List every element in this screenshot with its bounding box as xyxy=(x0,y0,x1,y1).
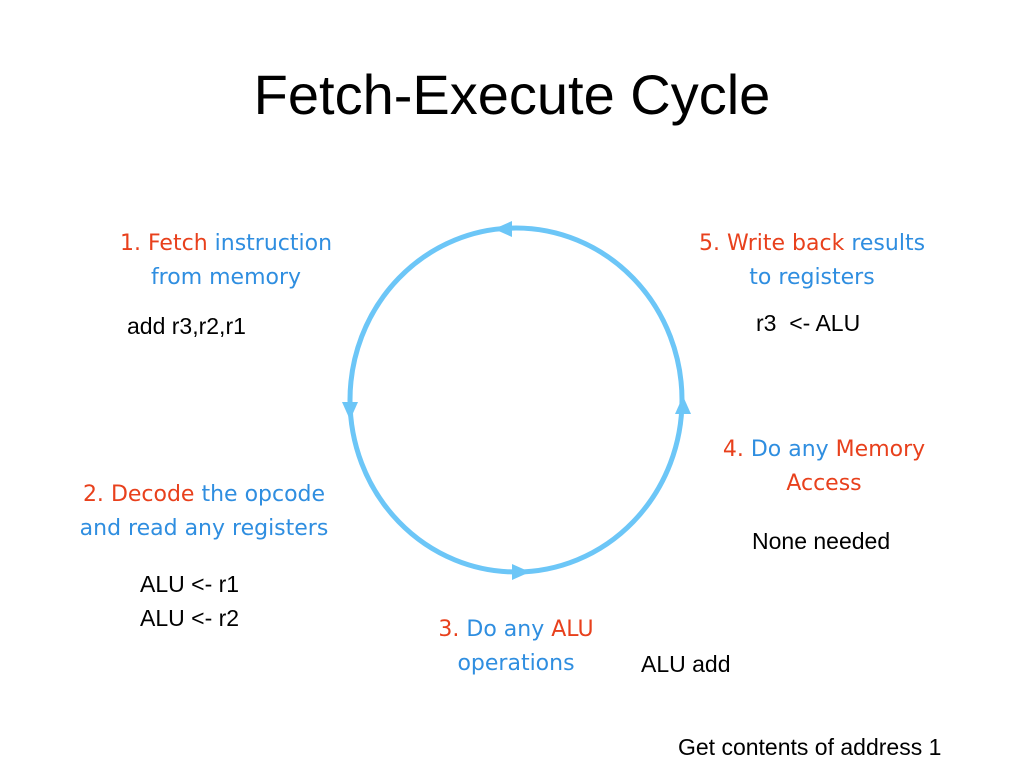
step-4-target: Memory xyxy=(835,437,926,462)
step-3-target: ALU xyxy=(551,617,594,642)
step-5-action: Write back xyxy=(726,231,845,256)
step-2-label: 2. Decode the opcode and read any regist… xyxy=(40,478,368,546)
step-1-detail-line2: from memory xyxy=(150,265,302,290)
step-3-lead: Do any xyxy=(466,617,545,642)
arrow-top-icon xyxy=(494,221,512,237)
step-2-number: 2. xyxy=(82,482,104,507)
arrow-bottom-icon xyxy=(512,564,530,580)
arrow-left-icon xyxy=(342,402,358,420)
step-2-action: Decode xyxy=(110,482,195,507)
step-4-detail-line2: Access xyxy=(786,471,862,496)
step-5-number: 5. xyxy=(698,231,720,256)
step-2-detail: the opcode xyxy=(201,482,326,507)
step-3-number: 3. xyxy=(438,617,460,642)
step-5-detail-line2: to registers xyxy=(749,265,875,290)
step-2-example-line2: ALU <- r2 xyxy=(140,605,240,631)
step-1-label: 1. Fetch instruction from memory xyxy=(80,227,372,295)
footer-note: Get contents of address 1 xyxy=(678,734,942,760)
step-5-label: 5. Write back results to registers xyxy=(652,227,972,295)
step-2-example-line1: ALU <- r1 xyxy=(140,571,240,597)
arrow-right-icon xyxy=(675,396,691,414)
step-3-label: 3. Do any ALU operations xyxy=(400,613,632,681)
step-2-example: ALU <- r1 ALU <- r2 xyxy=(140,567,239,635)
step-3-example: ALU add xyxy=(641,651,731,677)
slide-title: Fetch-Execute Cycle xyxy=(253,63,771,126)
step-3-detail-line2: operations xyxy=(457,651,575,676)
step-4-example: None needed xyxy=(752,528,891,554)
step-5-detail: results xyxy=(851,231,926,256)
step-2-detail-line2: and read any registers xyxy=(79,516,329,541)
cycle-circle xyxy=(347,225,685,575)
step-1-number: 1. xyxy=(119,231,141,256)
step-1-example: add r3,r2,r1 xyxy=(127,313,246,339)
step-4-number: 4. xyxy=(722,437,744,462)
step-4-lead: Do any xyxy=(750,437,829,462)
step-4-label: 4. Do any Memory Access xyxy=(690,433,958,501)
step-1-action: Fetch xyxy=(147,231,208,256)
step-1-detail: instruction xyxy=(214,231,333,256)
step-5-example: r3 <- ALU xyxy=(756,310,861,336)
